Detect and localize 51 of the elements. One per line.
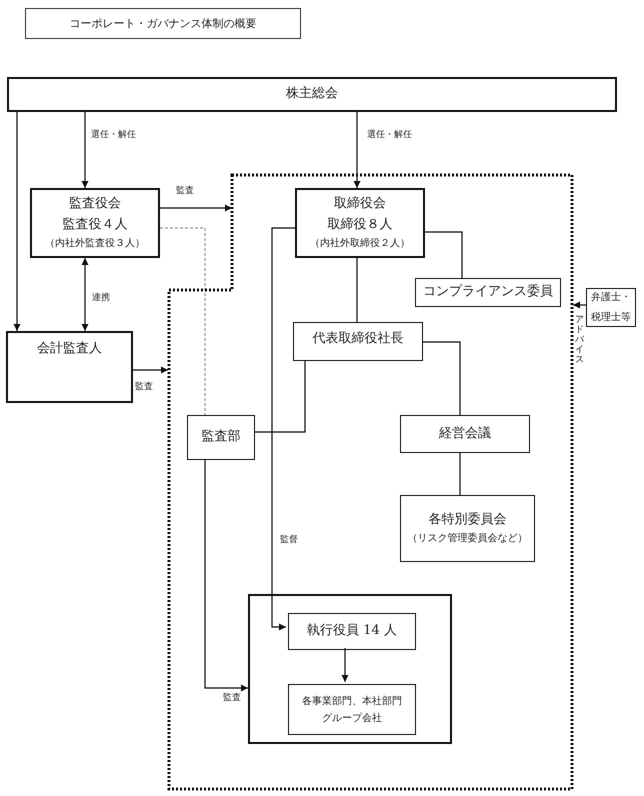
node-label: グループ会社	[322, 712, 382, 724]
edge-label: 監査	[134, 383, 154, 393]
node-label: 経営会議	[439, 426, 491, 442]
edge-label: 連携	[91, 294, 111, 304]
edge-label: アドバイス	[574, 316, 585, 366]
edge-label: 監督	[279, 536, 299, 546]
arrow	[82, 112, 88, 188]
council-box	[400, 415, 530, 453]
board-box	[30, 188, 160, 258]
committee-box	[415, 278, 561, 307]
arrow	[133, 366, 168, 374]
meeting-box	[7, 77, 617, 112]
arrow	[160, 204, 232, 212]
dotted-boundary	[168, 174, 573, 790]
officer-box	[288, 613, 416, 650]
board-box	[295, 188, 425, 258]
advisor-box	[586, 288, 636, 327]
edge-label: 監査	[175, 187, 195, 197]
node-label: 監査役４人	[62, 216, 128, 234]
arrow	[271, 227, 295, 630]
president-box	[293, 322, 423, 361]
node-label: 監査部	[202, 429, 240, 446]
node-label: 代表取締役社長	[312, 331, 404, 348]
edge-label: 選任・解任	[366, 131, 413, 141]
node-label: 執行役員 14 人	[307, 623, 397, 640]
node-label: 会計監査人	[37, 341, 102, 358]
department-box	[187, 415, 255, 460]
node-label: 監査役会	[69, 196, 121, 212]
arrow	[204, 460, 248, 692]
node-label: （内社外取締役２人）	[310, 237, 410, 250]
node-label: 取締役会	[334, 196, 386, 212]
auditor-box	[6, 331, 133, 403]
arrow	[354, 112, 360, 188]
node-label: 取締役８人	[328, 216, 392, 234]
group-box	[248, 594, 452, 744]
arrow	[14, 112, 20, 331]
arrow	[573, 302, 586, 308]
committee-box	[400, 495, 535, 562]
node-label: コンプライアンス委員	[423, 284, 553, 301]
edge-label: 監査	[222, 694, 242, 704]
arrow	[82, 258, 88, 331]
node-label: 各事業部門、本社部門	[302, 694, 402, 708]
node-label: 弁護士・税理士等	[591, 290, 631, 324]
node-label: 株主総会	[286, 86, 338, 103]
node-label: （内社外監査役３人）	[45, 237, 145, 250]
arrow	[342, 648, 348, 682]
node-label: （リスク管理委員会など）	[408, 532, 528, 546]
edge-label: 選任・解任	[90, 131, 137, 141]
node-label: 各特別委員会	[428, 512, 506, 528]
division-box	[288, 684, 416, 735]
title: コーポレート・ガバナンス体制の概要	[25, 8, 301, 39]
